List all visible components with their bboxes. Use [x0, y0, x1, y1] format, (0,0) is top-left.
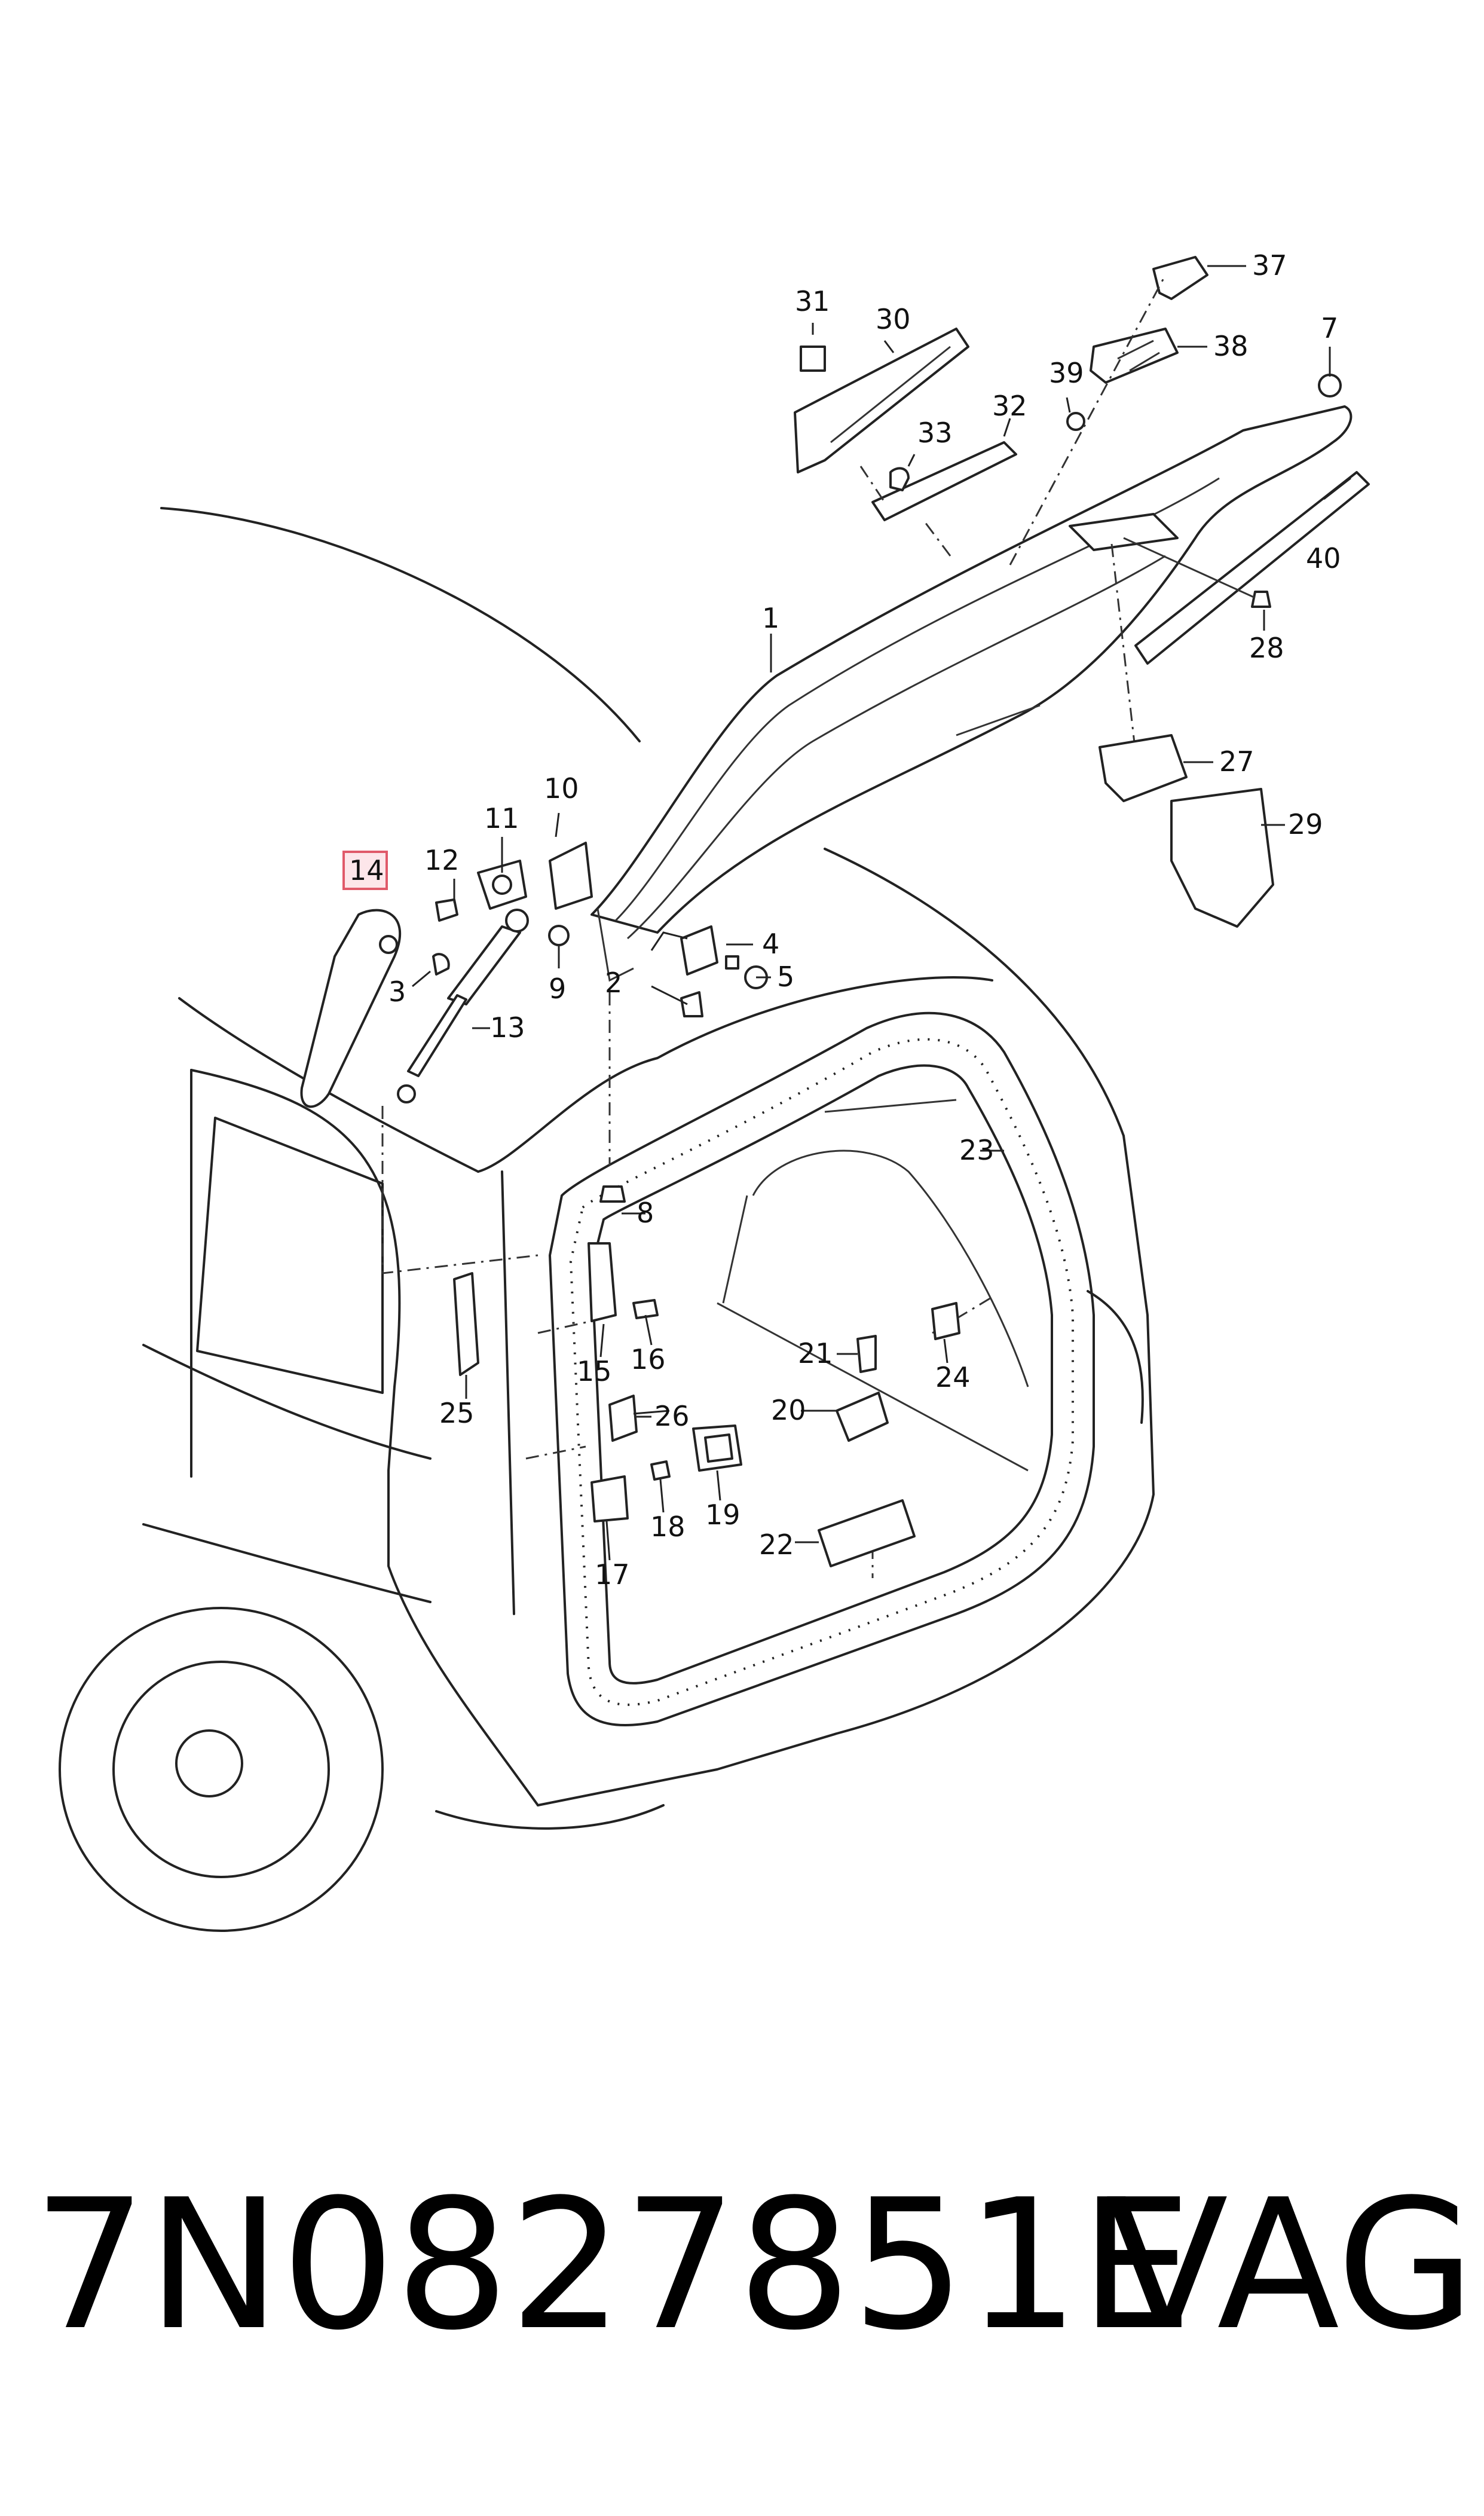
callout-15: 15 — [577, 1355, 612, 1387]
callout-28: 28 — [1249, 632, 1284, 664]
callout-21: 21 — [798, 1337, 833, 1369]
callout-18: 18 — [650, 1511, 686, 1543]
callout-23: 23 — [959, 1134, 995, 1166]
callout-7: 7 — [1321, 312, 1338, 344]
door-seal — [548, 1011, 1095, 1727]
highlight-box-14 — [342, 851, 388, 890]
callout-22: 22 — [759, 1528, 794, 1561]
callout-12: 12 — [424, 844, 460, 876]
part-number: 7N0827851E — [33, 2161, 1193, 2370]
callout-13: 13 — [490, 1011, 525, 1044]
assembly-lines — [381, 274, 1167, 1578]
callout-31: 31 — [795, 285, 830, 317]
leader-lines — [412, 265, 1351, 1561]
callout-3: 3 — [388, 976, 406, 1008]
callout-11: 11 — [484, 802, 519, 834]
callout-26: 26 — [654, 1400, 690, 1432]
hinge-assembly — [300, 842, 768, 1376]
callout-25: 25 — [439, 1397, 475, 1429]
callout-40: 40 — [1306, 542, 1341, 574]
callout-14: 14 — [349, 854, 384, 886]
callout-27: 27 — [1219, 745, 1254, 778]
tailgate-panel — [590, 405, 1353, 982]
car-body — [59, 507, 1155, 1932]
callout-32: 32 — [992, 390, 1027, 422]
callout-38: 38 — [1213, 330, 1249, 362]
callout-17: 17 — [595, 1558, 630, 1591]
callout-39: 39 — [1049, 357, 1084, 389]
callout-10: 10 — [544, 772, 579, 805]
callout-4: 4 — [762, 928, 779, 960]
callout-37: 37 — [1252, 249, 1287, 282]
callout-30: 30 — [876, 303, 911, 335]
callout-16: 16 — [631, 1343, 666, 1375]
callout-29: 29 — [1288, 808, 1323, 840]
callout-labels: 1 2 3 4 5 7 8 9 10 11 12 13 14 15 16 17 … — [349, 249, 1341, 1591]
callout-5: 5 — [777, 961, 794, 993]
callout-19: 19 — [705, 1499, 741, 1531]
callout-9: 9 — [549, 973, 566, 1005]
callout-2: 2 — [605, 967, 622, 999]
callout-24: 24 — [935, 1361, 971, 1393]
callout-8: 8 — [637, 1197, 654, 1229]
brand-label: VAG — [1106, 2161, 1476, 2370]
callout-33: 33 — [917, 417, 953, 449]
callout-20: 20 — [771, 1394, 806, 1426]
lower-hardware — [590, 734, 1274, 1567]
spoiler-parts — [794, 256, 1370, 665]
callout-1: 1 — [762, 602, 779, 634]
